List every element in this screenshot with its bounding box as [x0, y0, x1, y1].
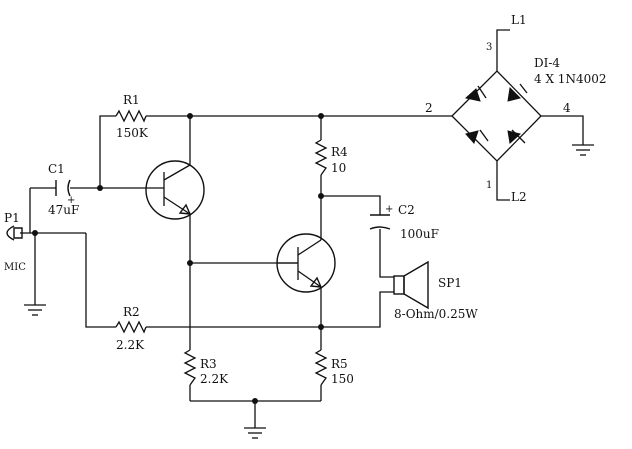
ground-icon-bridge	[572, 144, 594, 156]
ground-icon-bottom	[244, 427, 266, 439]
r2-value: 2.2K	[116, 338, 145, 352]
bridge-ref: DI-4	[534, 56, 560, 70]
pin-l1: L1	[511, 13, 527, 27]
speaker	[393, 260, 429, 310]
r3-ref: R3	[200, 357, 217, 371]
r1-value: 150K	[116, 126, 149, 140]
r4-value: 10	[331, 161, 346, 175]
pin-3: 3	[486, 42, 492, 53]
c1-ref: C1	[48, 162, 65, 176]
component-labels: R1 150K R2 2.2K R3 2.2K R4 10 R5 150 C1 …	[4, 13, 606, 386]
r3-value: 2.2K	[200, 372, 229, 386]
r1-ref: R1	[123, 93, 140, 107]
r2-ref: R2	[123, 305, 140, 319]
transistor-q2	[276, 233, 336, 293]
resistor-r2	[115, 320, 147, 334]
resistor-r3	[183, 349, 197, 386]
resistor-r1	[115, 109, 147, 123]
resistor-r4	[314, 139, 328, 176]
capacitor-c1	[55, 179, 71, 197]
p1-ref: P1	[4, 211, 20, 225]
pin-l2: L2	[511, 190, 527, 204]
bridge-value: 4 X 1N4002	[534, 72, 606, 86]
sp1-value: 8-Ohm/0.25W	[394, 307, 478, 321]
sp1-ref: SP1	[438, 276, 462, 290]
resistor-r5	[314, 349, 328, 386]
junctions	[32, 113, 324, 404]
microphone	[6, 225, 23, 241]
p1-value: MIC	[4, 262, 26, 273]
transistor-q1	[145, 160, 205, 220]
r5-value: 150	[331, 372, 354, 386]
wires	[20, 29, 584, 428]
c2-polarity: +	[385, 204, 393, 215]
capacitor-c2	[369, 214, 391, 230]
pin-4: 4	[563, 101, 571, 115]
r5-ref: R5	[331, 357, 348, 371]
pin-1: 1	[486, 180, 492, 191]
c2-ref: C2	[398, 203, 415, 217]
c1-polarity: +	[67, 195, 75, 206]
bridge-rectifier	[451, 44, 542, 190]
pin-2: 2	[425, 101, 433, 115]
c2-value: 100uF	[400, 227, 439, 241]
r4-ref: R4	[331, 145, 348, 159]
c1-value: 47uF	[48, 203, 79, 217]
ground-icon-mic	[24, 304, 46, 316]
